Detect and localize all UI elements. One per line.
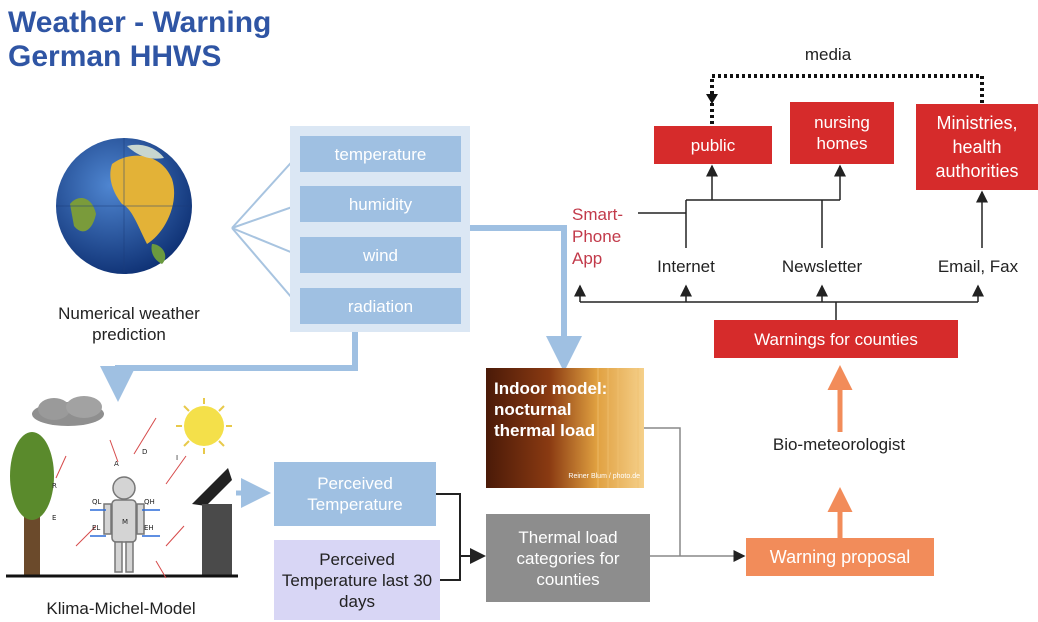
pt30-to-categories xyxy=(440,556,461,581)
kmm-symbol-eh: EH xyxy=(144,524,154,532)
smartphone-app-label: Smart-Phone App xyxy=(572,205,623,268)
building-icon xyxy=(192,468,232,576)
person-icon xyxy=(103,476,145,573)
biometeorologist-label: Bio-meteorologist xyxy=(772,435,906,454)
internet-label: Internet xyxy=(657,257,715,276)
globe-illustration xyxy=(52,124,202,284)
newsletter-label: Newsletter xyxy=(781,257,863,276)
kmm-symbol-m: M xyxy=(122,518,128,526)
distribution-lines xyxy=(574,164,988,320)
globe-icon xyxy=(56,138,192,274)
email-fax-label: Email, Fax xyxy=(937,257,1019,276)
indoor-model-text: Indoor model: nocturnal thermal load xyxy=(494,379,608,440)
kmm-symbol-e: E xyxy=(52,514,56,522)
kmm-symbol-ql: QL xyxy=(92,498,102,506)
thermal-load-categories-box: Thermal load categories for counties xyxy=(486,514,650,602)
klima-michel-illustration: A D I R E M QL QH EL EH xyxy=(6,396,238,584)
kmm-label: Klima-Michel-Model xyxy=(46,599,196,618)
param-temperature: temperature xyxy=(300,136,461,172)
kmm-symbol-r: R xyxy=(52,482,57,490)
panel-to-indoor-arrow xyxy=(466,225,582,372)
recipient-ministries-box: Ministries, health authorities xyxy=(916,104,1038,190)
perceived-temperature-box: Perceived Temperature xyxy=(274,462,436,526)
perceived-temperature-30-box: Perceived Temperature last 30 days xyxy=(274,540,440,620)
photo-credit: Reiner Blum / photo.de xyxy=(568,473,640,480)
kmm-symbol-qh: QH xyxy=(144,498,155,506)
indoor-model-photo: Indoor model: nocturnal thermal load Rei… xyxy=(486,368,644,488)
pt-to-categories xyxy=(436,493,486,564)
recipient-nursing-box: nursing homes xyxy=(790,102,894,164)
param-humidity: humidity xyxy=(300,186,461,222)
warnings-counties-box: Warnings for counties xyxy=(714,320,958,358)
recipient-public-box: public xyxy=(654,126,772,164)
panel-to-kmm-arrow xyxy=(100,332,358,402)
cloud-icon xyxy=(32,396,104,426)
nwp-label: Numerical weather prediction xyxy=(58,304,200,344)
param-wind: wind xyxy=(300,237,461,273)
kmm-symbol-i: I xyxy=(176,454,178,462)
kmm-symbol-a: A xyxy=(114,460,119,468)
sun-icon xyxy=(176,398,232,454)
title-line-2: German HHWS xyxy=(8,40,222,73)
tree-icon xyxy=(10,432,54,575)
indoor-to-proposal xyxy=(644,427,681,556)
title-line-1: Weather - Warning xyxy=(8,6,272,39)
param-radiation: radiation xyxy=(300,288,461,324)
kmm-symbol-d: D xyxy=(142,448,147,456)
media-label: media xyxy=(804,45,852,64)
warning-proposal-box: Warning proposal xyxy=(746,538,934,576)
page-title: Weather - Warning German HHWS xyxy=(8,6,271,74)
kmm-symbol-el: EL xyxy=(92,524,100,532)
globe-fan-lines xyxy=(231,154,299,306)
